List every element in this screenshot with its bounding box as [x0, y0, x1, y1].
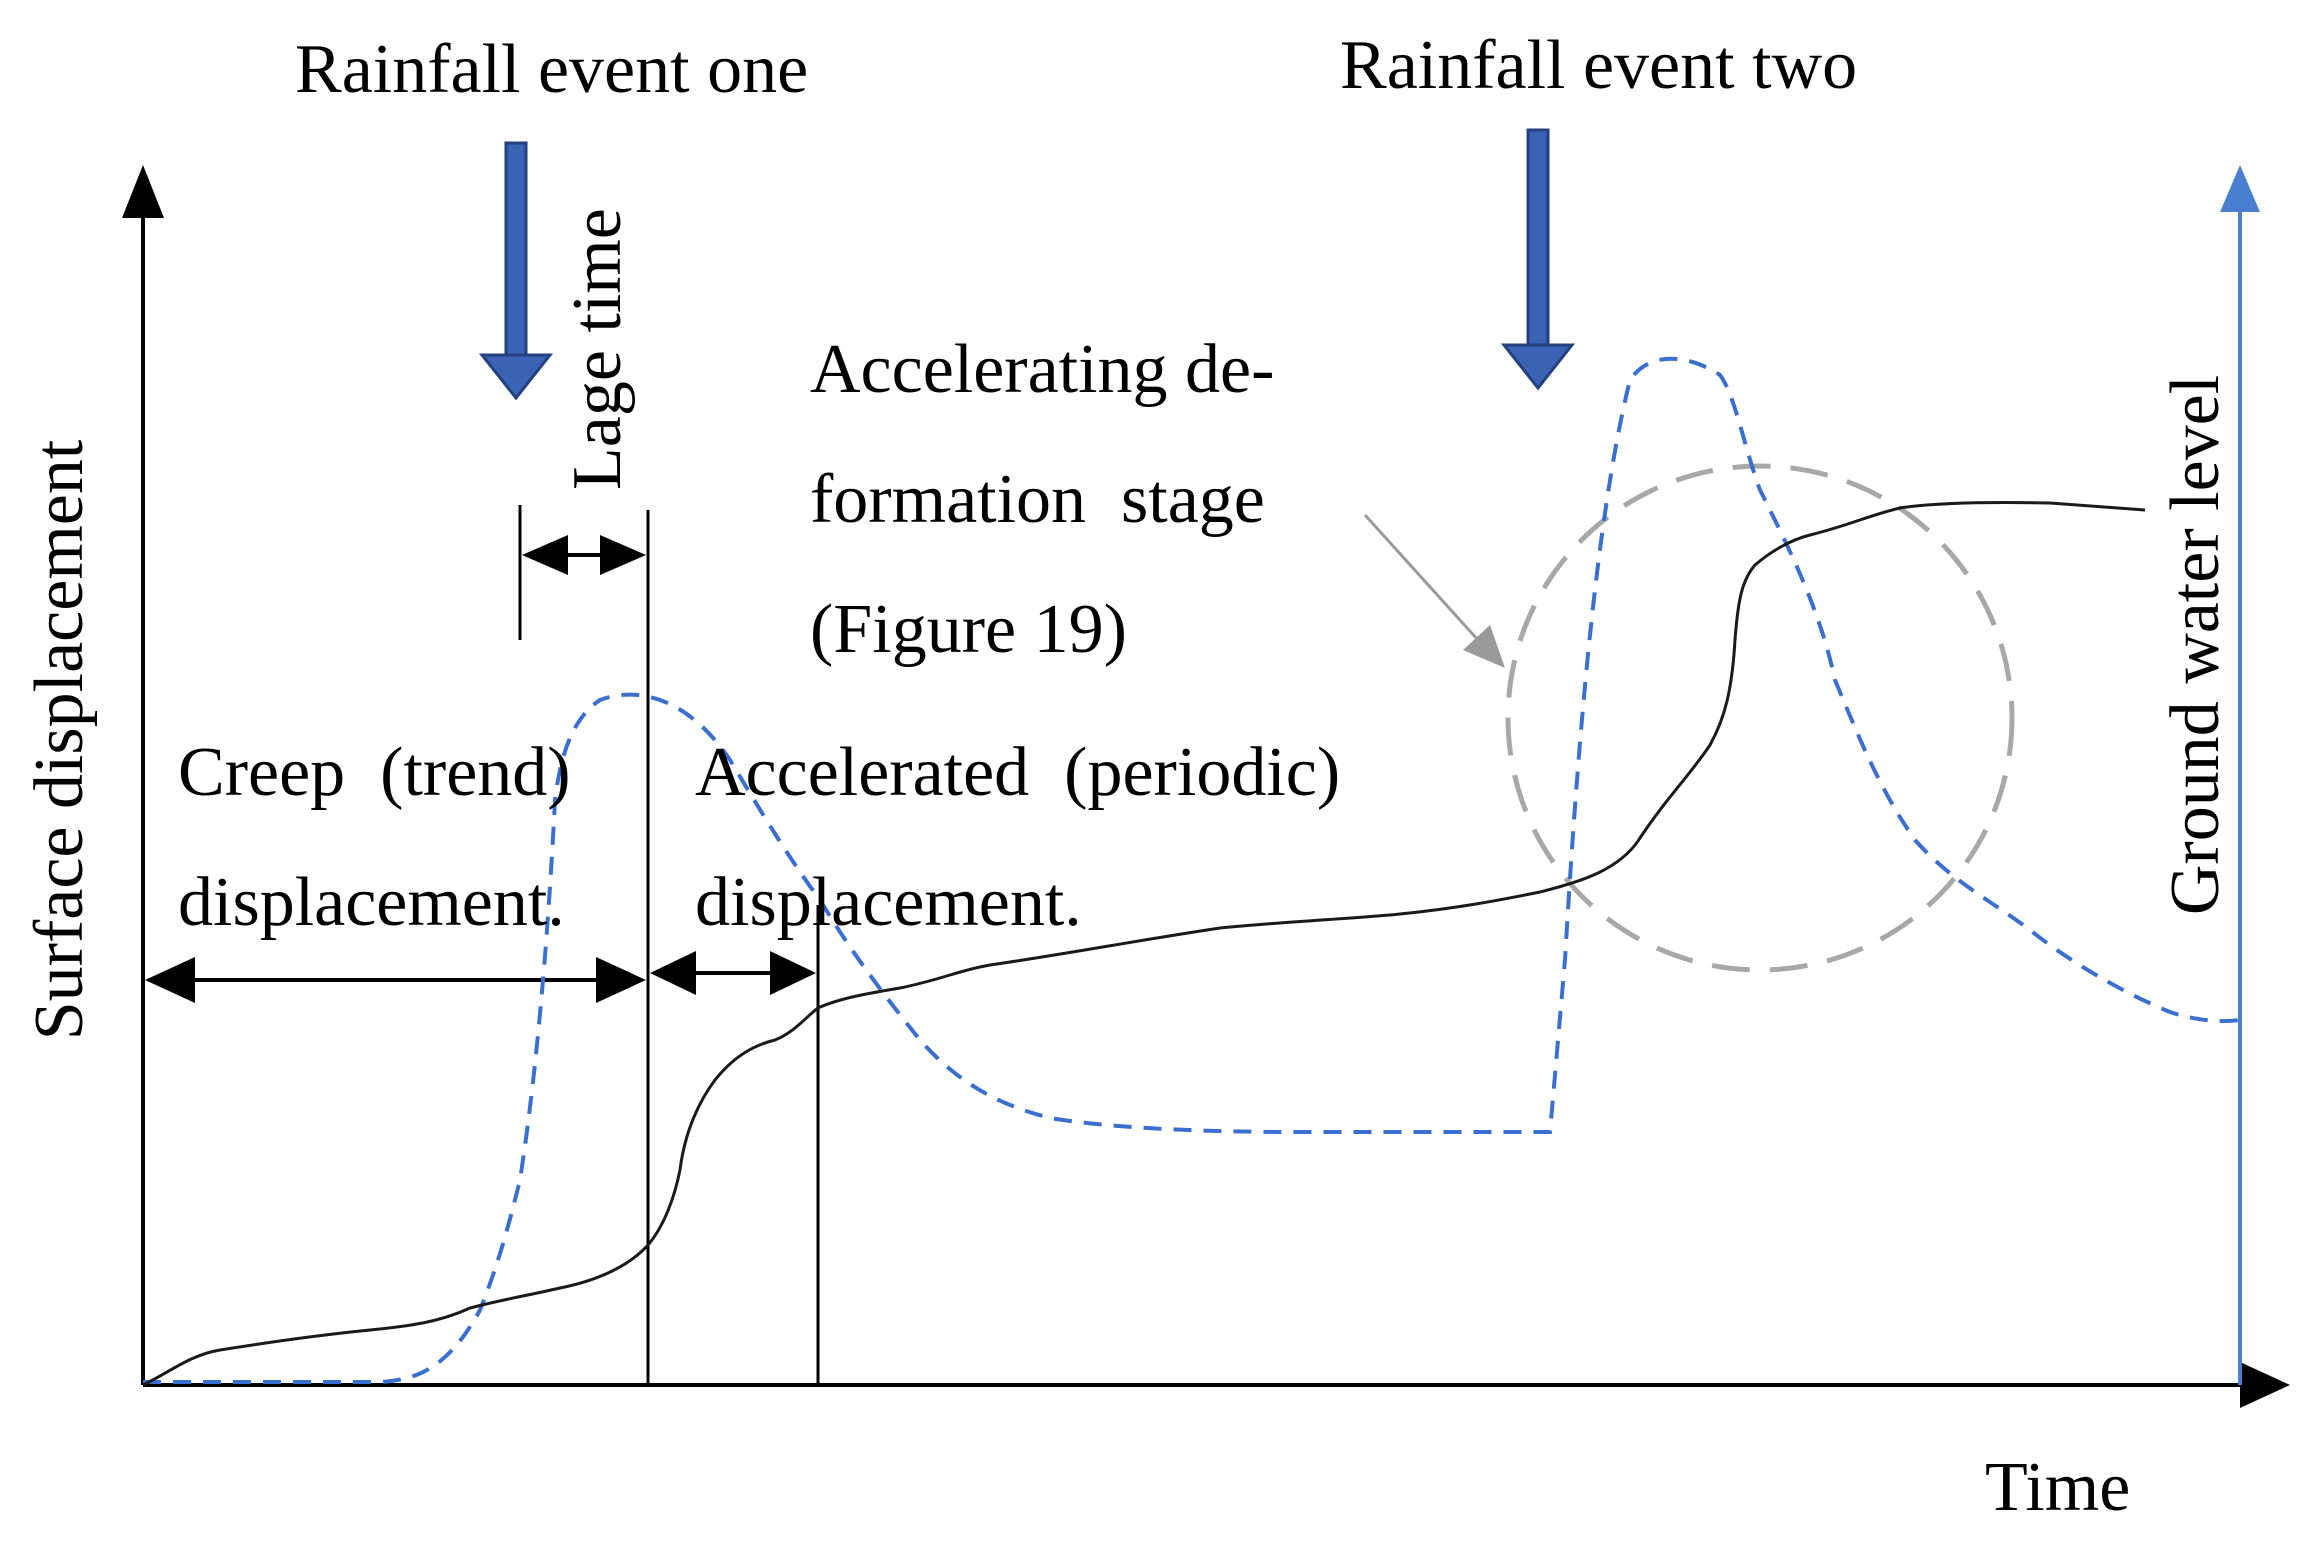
- accelerated-label-line1: Accelerated (periodic): [695, 734, 1340, 811]
- creep-label-line2: displacement.: [178, 864, 565, 941]
- lag-time-arrow: [522, 535, 646, 575]
- rainfall-two-label: Rainfall event two: [1340, 27, 1857, 104]
- rainfall-two-arrow: [1500, 128, 1576, 391]
- lag-time-label: Lage time: [559, 208, 636, 490]
- x-axis-label: Time: [1985, 1449, 2130, 1526]
- creep-displacement-arrow: [145, 957, 646, 1003]
- accelerating-stage-label-line1: Accelerating de-: [810, 331, 1274, 408]
- rainfall-one-arrow: [478, 141, 554, 401]
- accelerating-stage-label-line3: (Figure 19): [810, 591, 1127, 668]
- right-y-axis-arrowhead: [2220, 165, 2260, 212]
- pointer-arrow: [1363, 513, 1505, 668]
- creep-label-line1: Creep (trend): [178, 734, 571, 811]
- accelerating-stage-circle: [1505, 463, 2015, 973]
- y-left-label: Surface displacement: [21, 439, 98, 1040]
- accelerated-label-line2: displacement.: [695, 864, 1082, 941]
- left-y-axis-arrowhead: [122, 165, 164, 218]
- rainfall-one-label: Rainfall event one: [295, 31, 808, 108]
- accelerated-displacement-arrow: [650, 951, 816, 995]
- accelerating-stage-label-line2: formation stage: [810, 461, 1265, 538]
- y-right-label: Ground water level: [2157, 375, 2234, 915]
- x-axis-arrowhead: [2240, 1362, 2290, 1408]
- surface-displacement-curve: [142, 501, 2146, 1387]
- groundwater-level-curve: [143, 356, 2241, 1384]
